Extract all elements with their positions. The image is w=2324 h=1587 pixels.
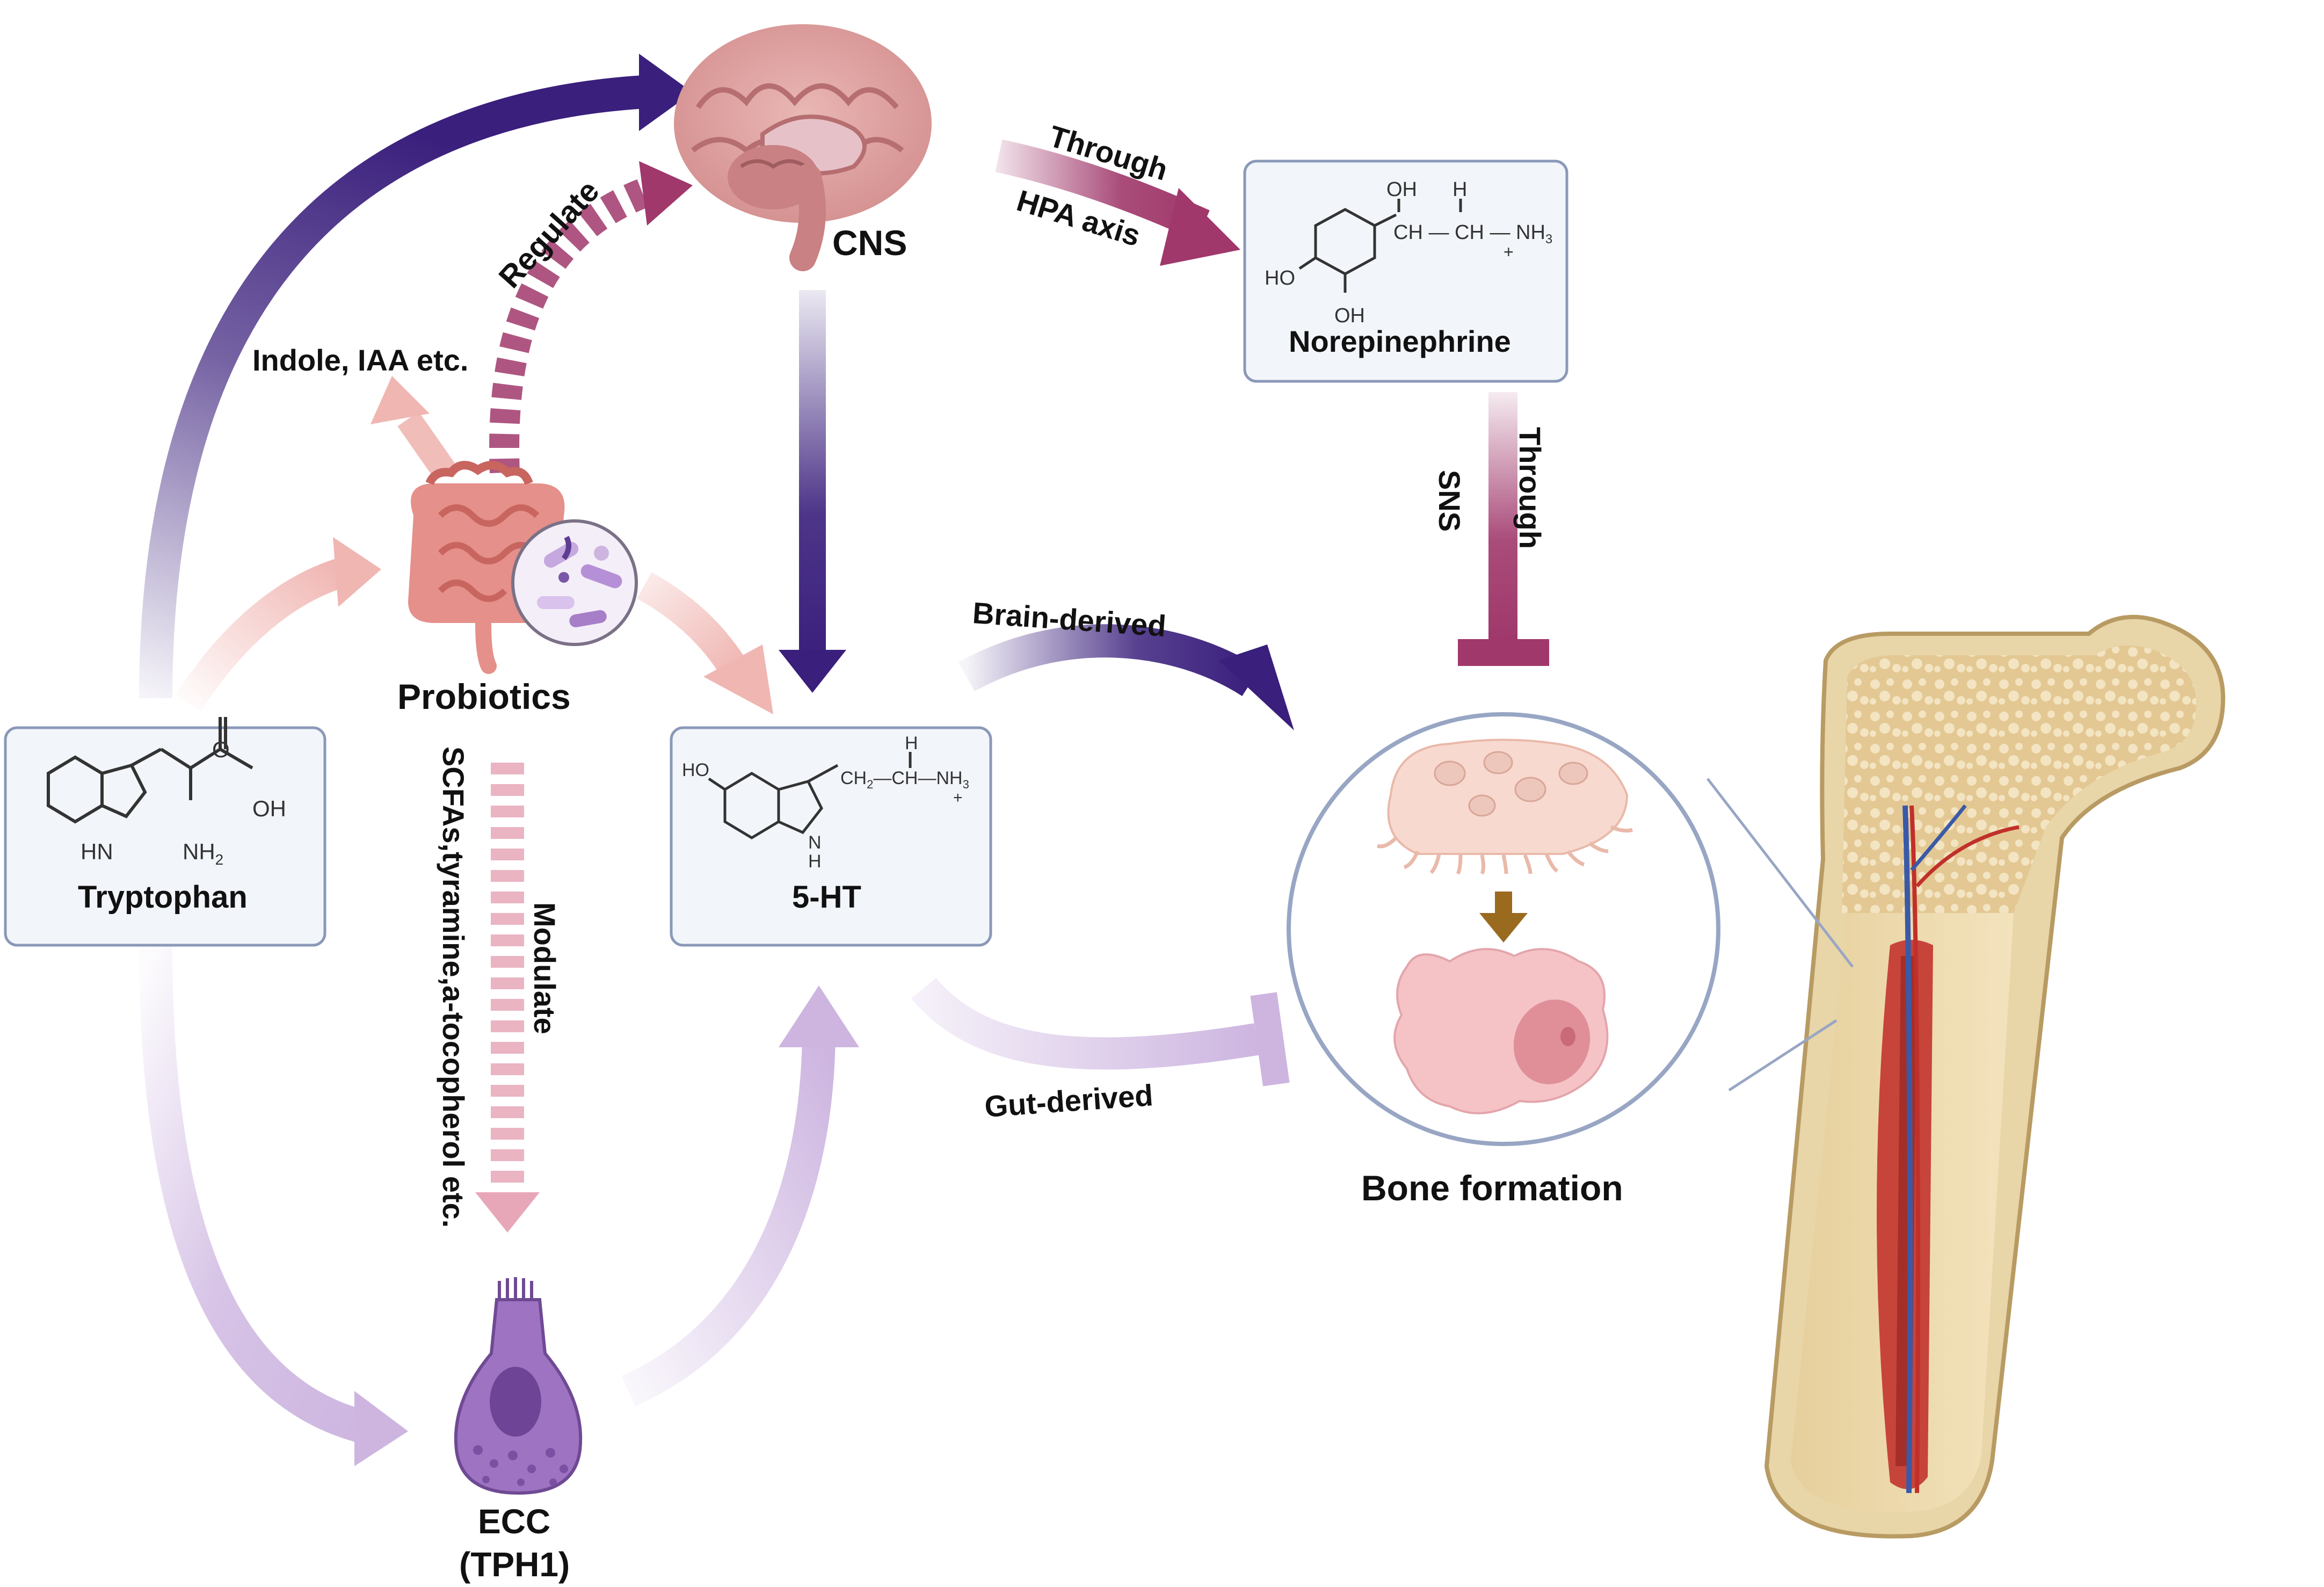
ne-plus: + [1504, 242, 1514, 262]
trp-o: O [212, 737, 230, 762]
ht-ho: HO [682, 760, 709, 780]
arrow-regulate [489, 161, 693, 474]
arrow-sns-inhibit [1458, 392, 1549, 666]
femur-bone-icon [1764, 614, 2226, 1539]
ne-h: H [1452, 178, 1467, 201]
ecc-tph1-label: (TPH1) [459, 1545, 570, 1584]
tryptophan-box: O OH HN NH2 Tryptophan [4, 717, 326, 947]
bacteria-icon [511, 519, 638, 646]
arrow-ecc-to-5ht [621, 985, 859, 1407]
serotonin-structure [708, 752, 912, 839]
scfas-label: SCFAs,tyramine,a-tocopherol etc. [437, 747, 470, 1228]
arrow-tryptophan-to-probiotics [175, 537, 381, 712]
modulate-label: Modulate [528, 902, 562, 1034]
ht-n: N [808, 832, 822, 853]
arrow-tryptophan-to-cns [139, 54, 693, 699]
ne-ho: HO [1265, 267, 1295, 289]
sns-label: SNS [1433, 470, 1466, 532]
tryptophan-label: Tryptophan [78, 880, 248, 915]
brain-icon [674, 24, 932, 271]
zoom-lines [1706, 778, 1854, 1092]
probiotics-label: Probiotics [397, 677, 571, 716]
ht-nh: H [808, 851, 822, 872]
indole-label: Indole, IAA etc. [252, 343, 468, 377]
ne-chain: CH — CH — NH3 [1393, 221, 1552, 247]
arrow-indole [371, 376, 456, 480]
ecc-label: ECC [478, 1502, 550, 1541]
serotonin-box: HO H CH2—CH—NH3 + N H 5-HT [670, 726, 992, 947]
bone-formation-circle [1287, 712, 1720, 1146]
tryptophan-structure [47, 717, 253, 824]
ht-plus: + [953, 789, 963, 807]
trp-oh: OH [252, 796, 286, 821]
osteoclast-icon [1376, 738, 1633, 875]
differentiation-arrow [1479, 892, 1528, 943]
arrow-gut-derived-inhibit [911, 977, 1290, 1086]
cns-label: CNS [832, 223, 907, 263]
bone-formation-label: Bone formation [1361, 1168, 1623, 1208]
arrow-hpa-axis [995, 139, 1240, 266]
arrow-probiotics-to-5ht [637, 572, 773, 714]
norepinephrine-structure [1298, 199, 1462, 293]
ecc-cell-icon [454, 1277, 583, 1495]
osteoblast-icon [1393, 948, 1609, 1114]
ne-oh-bottom: OH [1334, 305, 1365, 327]
norepinephrine-box: OH H CH — CH — NH3 + HO OH Norepinephrin… [1243, 160, 1568, 383]
arrow-brain-derived [958, 624, 1294, 730]
brain-derived-label: Brain-derived [971, 596, 1167, 643]
arrow-cns-to-5ht [779, 290, 846, 693]
trp-hn: HN [81, 839, 113, 864]
arrow-tryptophan-to-ecc [139, 945, 408, 1466]
ht-h: H [905, 733, 918, 753]
ne-oh-top: OH [1386, 178, 1417, 201]
through-side-label: Through [1513, 427, 1547, 549]
trp-nh: NH2 [183, 839, 223, 868]
serotonin-label: 5-HT [792, 880, 861, 915]
ht-chain: CH2—CH—NH3 [840, 768, 969, 791]
gut-derived-label: Gut-derived [983, 1078, 1154, 1124]
arrow-modulate [475, 763, 540, 1233]
norepinephrine-label: Norepinephrine [1289, 324, 1511, 358]
